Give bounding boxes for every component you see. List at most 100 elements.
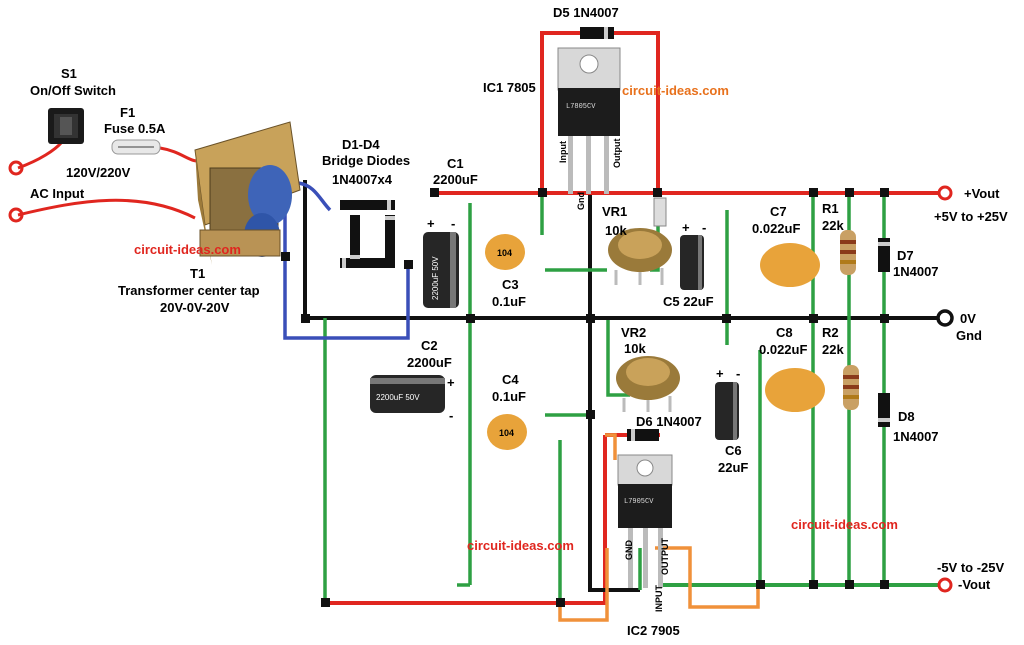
ic2-pin-input: INPUT xyxy=(654,584,664,612)
d8-value: 1N4007 xyxy=(893,429,939,444)
d7-value: 1N4007 xyxy=(893,264,939,279)
terminal-ac-1[interactable] xyxy=(8,160,24,176)
c7-value: 0.022uF xyxy=(752,221,801,236)
c4-value: 0.1uF xyxy=(492,389,526,404)
pot-vr1-icon[interactable] xyxy=(608,197,672,285)
ic1-pin-output: Output xyxy=(612,139,622,169)
capacitor-c6-icon xyxy=(715,382,739,440)
resistor-r1-icon xyxy=(840,230,856,275)
svg-text:-: - xyxy=(702,220,706,235)
d1d4-value: 1N4007x4 xyxy=(332,172,392,187)
vout-neg-range: -5V to -25V xyxy=(937,560,1005,575)
c1-marking: 2200uF 50V xyxy=(431,256,440,300)
c4-ref: C4 xyxy=(502,372,519,387)
capacitor-c8-icon xyxy=(765,368,825,412)
ic1-marking: L7805CV xyxy=(566,103,596,111)
capacitor-c5-icon xyxy=(680,235,704,290)
regulator-ic1-icon: L7805CV Input Gnd Output xyxy=(557,47,622,210)
svg-text:-: - xyxy=(736,366,740,381)
svg-text:-: - xyxy=(449,408,453,423)
vr1-ref: VR1 xyxy=(602,204,628,219)
diode-d7-icon xyxy=(878,238,890,272)
ic1-label: IC1 7805 xyxy=(483,80,536,95)
terminal-gnd[interactable] xyxy=(936,309,954,327)
gnd-label: Gnd xyxy=(956,328,982,343)
d1d4-name: Bridge Diodes xyxy=(322,153,411,168)
capacitor-c3-icon: 104 xyxy=(485,234,525,270)
junction-dots xyxy=(281,188,889,607)
diode-d5-icon xyxy=(580,27,614,39)
c3-value: 0.1uF xyxy=(492,294,526,309)
svg-text:+: + xyxy=(716,366,724,381)
ic2-pin-gnd: GND xyxy=(624,540,634,561)
ac-input-wires xyxy=(17,140,206,220)
c8-ref: C8 xyxy=(776,325,793,340)
capacitor-c4-icon: 104 xyxy=(487,414,527,450)
c7-ref: C7 xyxy=(770,204,787,219)
watermark-3: circuit-ideas.com xyxy=(791,517,898,532)
terminal-ac-2[interactable] xyxy=(8,207,24,223)
ic2-output-wire xyxy=(558,433,760,622)
vout-pos-label: +Vout xyxy=(964,186,1000,201)
mains-voltage: 120V/220V xyxy=(66,165,131,180)
ic2-pin-output: OUTPUT xyxy=(660,538,670,576)
vr2-value: 10k xyxy=(624,341,646,356)
c2-ref: C2 xyxy=(421,338,438,353)
c2-value: 2200uF xyxy=(407,355,452,370)
ic1-pin-input: Input xyxy=(558,141,568,163)
t1-ref: T1 xyxy=(190,266,206,281)
bridge-diodes-icon xyxy=(340,200,395,268)
switch-s1-icon[interactable] xyxy=(48,108,84,144)
watermark-2: circuit-ideas.com xyxy=(134,242,241,257)
c6-value: 22uF xyxy=(718,460,749,475)
svg-text:+: + xyxy=(682,220,690,235)
d5-label: D5 1N4007 xyxy=(553,5,619,20)
terminal-vout-pos[interactable] xyxy=(937,185,953,201)
diode-d8-icon xyxy=(878,393,890,427)
fuse-f1-icon xyxy=(111,139,161,155)
d6-label: D6 1N4007 xyxy=(636,414,702,429)
zero-v-label: 0V xyxy=(960,311,976,326)
svg-text:+: + xyxy=(427,216,435,231)
svg-text:+: + xyxy=(447,375,455,390)
r2-ref: R2 xyxy=(822,325,839,340)
c1-value: 2200uF xyxy=(433,172,478,187)
c4-marking: 104 xyxy=(499,428,514,438)
terminal-vout-neg[interactable] xyxy=(937,577,953,593)
s1-ref: S1 xyxy=(61,66,77,81)
c5-label: C5 22uF xyxy=(663,294,714,309)
vout-neg-label: -Vout xyxy=(958,577,991,592)
transformer-t1-icon xyxy=(194,121,301,265)
ic2-marking: L7905CV xyxy=(624,498,654,506)
pot-vr2-icon[interactable] xyxy=(616,356,680,412)
d1d4-ref: D1-D4 xyxy=(342,137,380,152)
vr1-value: 10k xyxy=(605,223,627,238)
c1-ref: C1 xyxy=(447,156,464,171)
d7-ref: D7 xyxy=(897,248,914,263)
r1-value: 22k xyxy=(822,218,844,233)
ic1-pin-gnd: Gnd xyxy=(576,192,586,210)
ic2-label: IC2 7905 xyxy=(627,623,680,638)
capacitor-c7-icon xyxy=(760,243,820,287)
vout-pos-range: +5V to +25V xyxy=(934,209,1008,224)
watermark-4: circuit-ideas.com xyxy=(467,538,574,553)
c6-ref: C6 xyxy=(725,443,742,458)
capacitor-c1-icon: 2200uF 50V xyxy=(423,232,459,308)
c8-value: 0.022uF xyxy=(759,342,808,357)
t1-value: 20V-0V-20V xyxy=(160,300,230,315)
resistor-r2-icon xyxy=(843,365,859,410)
f1-ref: F1 xyxy=(120,105,136,120)
s1-name: On/Off Switch xyxy=(30,83,116,98)
vr2-ref: VR2 xyxy=(621,325,647,340)
capacitor-c2-icon: 2200uF 50V xyxy=(370,375,445,413)
regulator-ic2-icon: L7905CV GND OUTPUT INPUT xyxy=(617,454,673,612)
diode-d6-icon xyxy=(627,429,659,441)
ac-input-label: AC Input xyxy=(30,186,85,201)
c3-ref: C3 xyxy=(502,277,519,292)
polarity-marks: + - + - + - + - xyxy=(427,216,740,423)
watermark-1: circuit-ideas.com xyxy=(622,83,729,98)
t1-name: Transformer center tap xyxy=(118,283,260,298)
f1-value: Fuse 0.5A xyxy=(104,121,166,136)
svg-text:-: - xyxy=(451,216,455,231)
